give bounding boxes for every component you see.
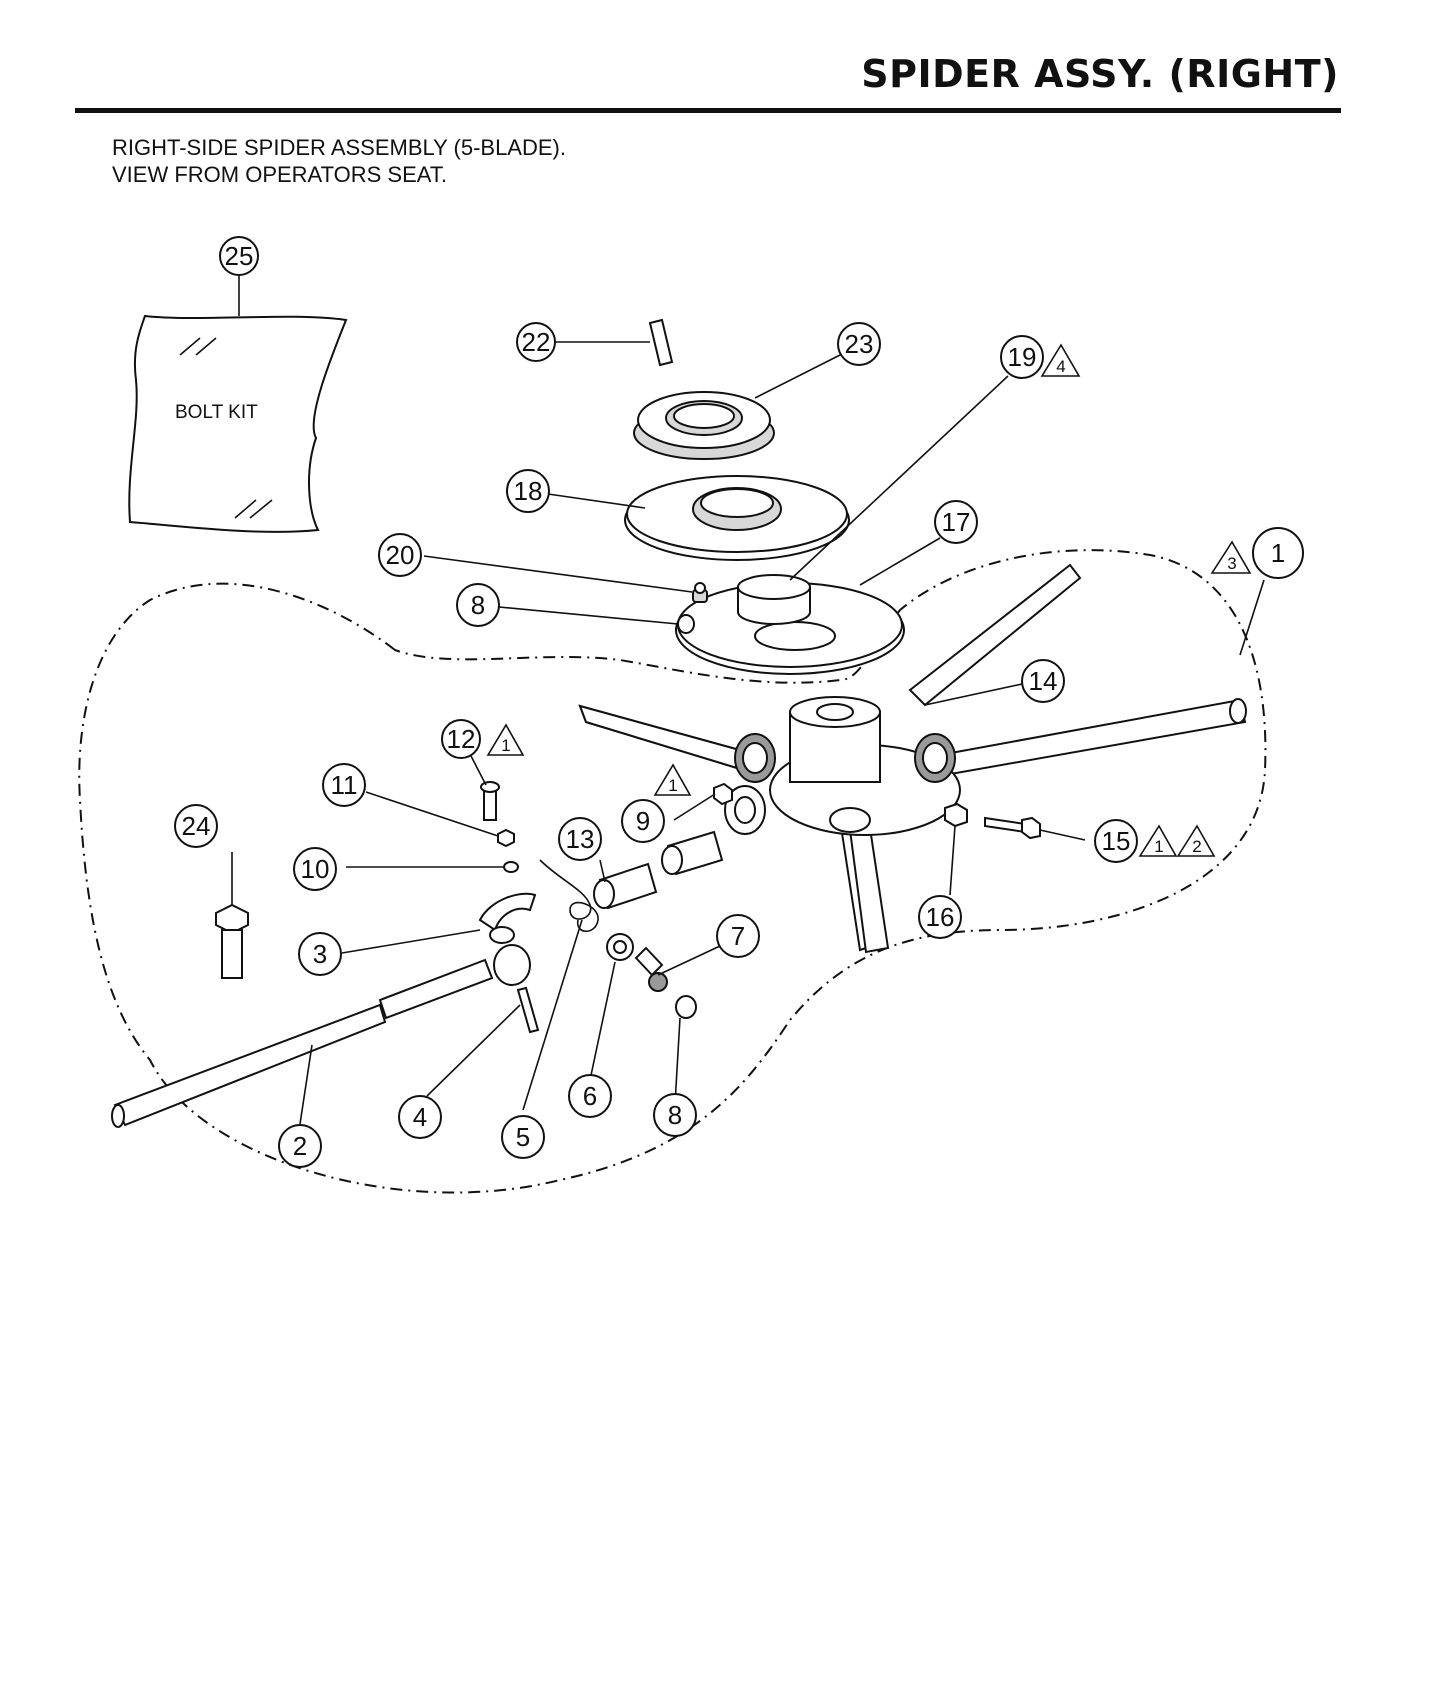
page-title: SPIDER ASSY. (RIGHT) — [861, 52, 1339, 96]
part-lock-washer-6 — [606, 933, 634, 961]
part-pin-4 — [516, 986, 540, 1034]
callout-8-upper: 8 — [456, 583, 500, 627]
callout-1: 1 — [1252, 527, 1304, 579]
part-bolt-12 — [480, 781, 500, 821]
part-lower-plate — [675, 582, 905, 675]
note-triangle-19: 4 — [1040, 343, 1081, 377]
callout-25: 25 — [219, 236, 259, 276]
callout-20: 20 — [378, 533, 422, 577]
svg-text:1: 1 — [1271, 538, 1285, 568]
svg-text:6: 6 — [583, 1081, 597, 1111]
note-triangle-12: 1 — [486, 723, 525, 756]
svg-text:2: 2 — [1192, 837, 1201, 856]
callout-4: 4 — [398, 1095, 442, 1139]
svg-text:14: 14 — [1029, 666, 1058, 696]
part-tube-2 — [111, 944, 531, 1128]
svg-text:17: 17 — [942, 507, 971, 537]
callout-18: 18 — [506, 469, 550, 513]
callout-6: 6 — [568, 1074, 612, 1118]
bolt-kit-label: BOLT KIT — [175, 402, 258, 423]
description-line-1: RIGHT-SIDE SPIDER ASSEMBLY (5-BLADE). — [112, 135, 566, 160]
callout-17: 17 — [934, 500, 978, 544]
callout-9: 9 — [621, 799, 665, 843]
note-triangle-9: 1 — [653, 763, 692, 796]
svg-text:15: 15 — [1102, 826, 1131, 856]
callout-22: 22 — [516, 322, 556, 362]
callout-8-lower: 8 — [653, 1093, 697, 1137]
leader-lines — [231, 274, 1265, 1125]
callout-7: 7 — [716, 914, 760, 958]
description: RIGHT-SIDE SPIDER ASSEMBLY (5-BLADE). VI… — [112, 134, 566, 188]
svg-text:8: 8 — [471, 590, 485, 620]
svg-text:2: 2 — [293, 1131, 307, 1161]
part-key — [648, 318, 674, 367]
svg-text:7: 7 — [731, 921, 745, 951]
callout-24: 24 — [174, 804, 218, 848]
svg-text:3: 3 — [1227, 554, 1236, 573]
callout-16: 16 — [918, 895, 962, 939]
part-nut-11 — [497, 828, 515, 848]
svg-text:23: 23 — [845, 329, 874, 359]
title-rule — [75, 108, 1341, 113]
part-seal-ring — [633, 391, 775, 460]
part-spring-5 — [539, 859, 599, 933]
svg-text:20: 20 — [386, 540, 415, 570]
part-nut-16 — [944, 802, 968, 828]
svg-text:18: 18 — [514, 476, 543, 506]
note-triangle-1: 3 — [1210, 540, 1252, 574]
svg-text:3: 3 — [313, 939, 327, 969]
part-washer-10 — [503, 861, 519, 873]
svg-text:25: 25 — [225, 241, 254, 271]
callout-3: 3 — [298, 932, 342, 976]
part-grease-fitting — [692, 582, 708, 603]
part-elbow-3 — [478, 892, 537, 944]
part-nut-9 — [713, 782, 733, 806]
callout-5: 5 — [501, 1115, 545, 1159]
callout-15: 15 — [1094, 819, 1138, 863]
part-bolt-15 — [984, 816, 1041, 840]
part-cap-lower — [675, 995, 697, 1019]
svg-text:1: 1 — [501, 736, 510, 755]
part-arm-end-cap — [1229, 698, 1247, 724]
callout-12: 12 — [441, 719, 481, 759]
svg-text:12: 12 — [447, 724, 476, 754]
note-triangle-15a: 1 — [1138, 824, 1178, 857]
svg-text:1: 1 — [668, 776, 677, 795]
svg-text:24: 24 — [182, 811, 211, 841]
svg-text:1: 1 — [1154, 837, 1163, 856]
spider-arms — [578, 563, 1247, 954]
svg-text:4: 4 — [1056, 357, 1065, 376]
description-line-2: VIEW FROM OPERATORS SEAT. — [112, 162, 447, 187]
callout-23: 23 — [837, 322, 881, 366]
callout-13: 13 — [558, 817, 602, 861]
svg-text:19: 19 — [1008, 342, 1037, 372]
svg-text:13: 13 — [566, 824, 595, 854]
callout-14: 14 — [1021, 659, 1065, 703]
part-bolt-24 — [215, 903, 249, 979]
callout-11: 11 — [322, 763, 366, 807]
spider-hub — [724, 696, 961, 836]
part-stud-7 — [634, 946, 668, 992]
callout-2: 2 — [278, 1124, 322, 1168]
svg-text:22: 22 — [522, 327, 551, 357]
svg-text:10: 10 — [301, 854, 330, 884]
part-cap-upper — [677, 614, 695, 634]
callout-10: 10 — [293, 847, 337, 891]
note-triangle-15b: 2 — [1176, 824, 1216, 857]
part-bushing-13 — [593, 830, 724, 910]
svg-text:4: 4 — [413, 1102, 427, 1132]
svg-text:5: 5 — [516, 1122, 530, 1152]
bolt-kit-bag: BOLT KIT — [128, 314, 348, 533]
svg-text:11: 11 — [331, 770, 358, 800]
svg-text:16: 16 — [926, 902, 955, 932]
part-hub-sleeve — [737, 574, 811, 625]
svg-text:9: 9 — [636, 806, 650, 836]
svg-text:8: 8 — [668, 1100, 682, 1130]
part-upper-plate — [624, 475, 850, 561]
callout-19: 19 — [1000, 335, 1044, 379]
